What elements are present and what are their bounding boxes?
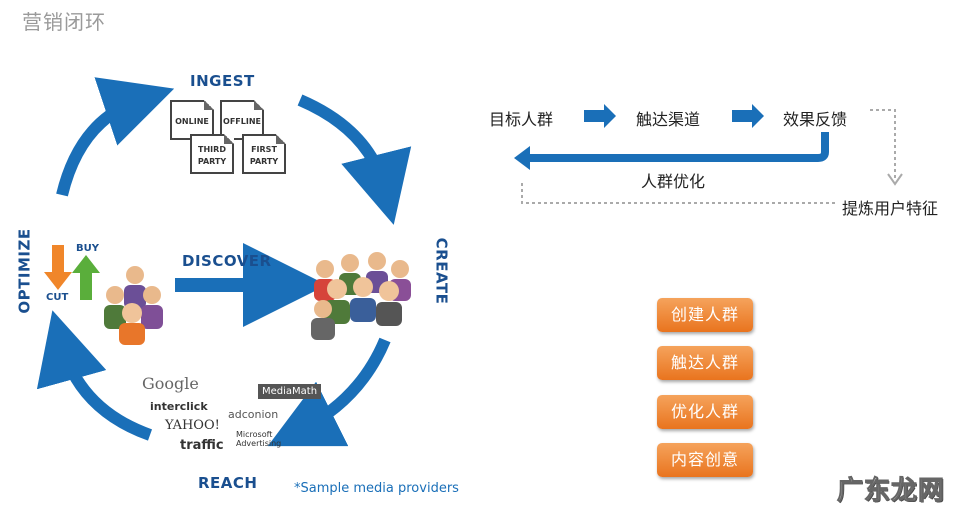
- label-cut: CUT: [46, 292, 69, 303]
- people-group-large-icon: [311, 252, 411, 340]
- providers-note: *Sample media providers: [294, 481, 459, 496]
- provider-traffic: traffic: [180, 438, 224, 453]
- flow-arrow-icon: [732, 104, 764, 128]
- watermark: 广东龙网: [836, 476, 945, 507]
- label-reach: REACH: [198, 474, 258, 492]
- label-discover: DISCOVER: [182, 252, 272, 270]
- optimize-audience-button[interactable]: 优化人群: [657, 395, 753, 429]
- flow-step-channel: 触达渠道: [636, 110, 701, 129]
- provider-mediamath: MediaMath: [258, 384, 322, 399]
- flow-step-feedback: 效果反馈: [783, 110, 848, 129]
- label-create: CREATE: [432, 237, 451, 305]
- flow-arrow-icon: [584, 104, 616, 128]
- provider-google: Google: [142, 374, 199, 393]
- buy-arrow-icon: [72, 255, 100, 300]
- flow-step-target: 目标人群: [489, 110, 554, 129]
- provider-yahoo: YAHOO!: [165, 418, 220, 433]
- arrow-reach-to-optimize: [36, 310, 153, 441]
- provider-interclick: interclick: [150, 400, 208, 413]
- flow-arrows: [514, 104, 903, 204]
- doc-offline-icon: OFFLINE: [220, 100, 264, 140]
- reach-audience-button[interactable]: 触达人群: [657, 346, 753, 380]
- loop-arrow: [530, 132, 829, 162]
- label-optimize: OPTIMIZE: [15, 228, 34, 314]
- loop-arrow-head-icon: [514, 146, 530, 170]
- create-audience-button[interactable]: 创建人群: [657, 298, 753, 332]
- content-creative-button[interactable]: 内容创意: [657, 443, 753, 477]
- outer-dashed-arrow: [870, 109, 896, 180]
- arrow-create-to-reach: [267, 337, 391, 447]
- provider-adconion: adconion: [228, 408, 279, 421]
- label-ingest: INGEST: [190, 72, 255, 90]
- loop-label: 人群优化: [641, 172, 706, 191]
- doc-first-party-icon: FIRST PARTY: [242, 134, 286, 174]
- people-group-small-icon: [104, 266, 163, 345]
- doc-third-party-icon: THIRD PARTY: [190, 134, 234, 174]
- provider-microsoft: Microsoft Advertising: [236, 430, 282, 448]
- outer-label: 提炼用户特征: [842, 199, 939, 218]
- cut-arrow-icon: [44, 245, 72, 290]
- arrow-ingest-to-create: [297, 94, 412, 225]
- outer-dashed-arrow-back: [521, 180, 835, 204]
- arrow-optimize-to-ingest: [56, 77, 175, 197]
- label-buy: BUY: [76, 243, 99, 254]
- page-title: 营销闭环: [22, 10, 106, 34]
